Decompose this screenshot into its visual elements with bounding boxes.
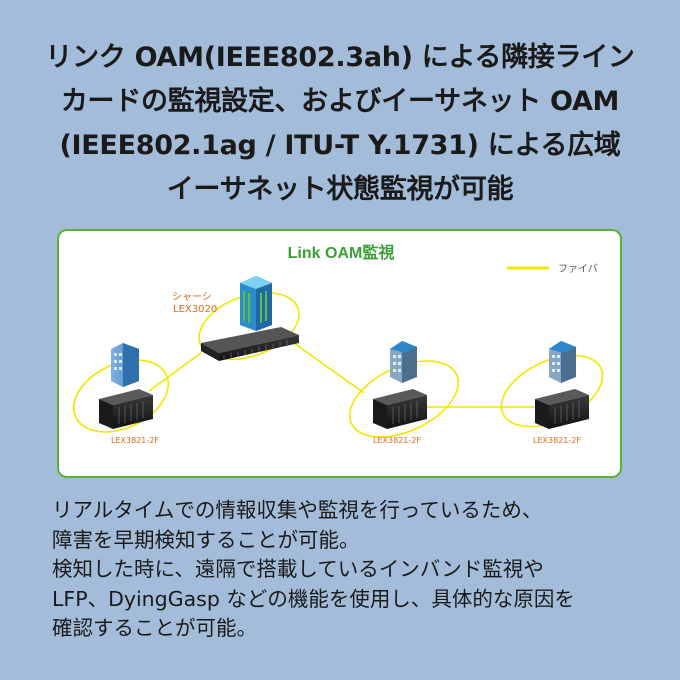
lex3821-device-icon-left (99, 389, 153, 429)
headline-line-3: (IEEE802.1ag / ITU-T Y.1731) による広域 (59, 130, 621, 161)
server-building-icon (240, 276, 272, 331)
device-label-center: LEX3821-2F (373, 436, 421, 445)
office-building-icon-center (390, 341, 417, 383)
headline-line-1: リンク OAM(IEEE802.3ah) による隣接ライン (45, 42, 635, 73)
office-building-icon-right (549, 341, 576, 383)
diagram-title: Link OAM監視 (288, 243, 395, 262)
legend-label: ファイバ (558, 263, 598, 275)
body-line-3: 検知した時に、遠隔で搭載しているインバンド監視や (52, 557, 544, 581)
link-oam-diagram: Link OAM監視 ファイバ (57, 229, 622, 478)
fiber-chassis-left (148, 352, 202, 392)
fiber-loop-left (72, 359, 170, 433)
body-line-5: 確認することが可能。 (52, 616, 257, 640)
device-label-left: LEX3821-2F (111, 436, 159, 445)
body-line-2: 障害を早期検知することが可能。 (52, 527, 360, 552)
fiber-chassis-center (290, 340, 365, 394)
body-text: リアルタイムでの情報収集や監視を行っているため、 障害を早期検知することが可能。… (52, 496, 652, 644)
lex3821-device-icon-center (373, 389, 427, 429)
chassis-label-line-1: シャーシ (172, 292, 212, 303)
body-line-1: リアルタイムでの情報収集や監視を行っているため、 (52, 498, 543, 522)
fiber-links (72, 291, 604, 438)
office-building-icon-left (111, 343, 139, 387)
diagram-canvas: Link OAM監視 ファイバ (72, 243, 604, 445)
headline-line-4: イーサネット状態監視が可能 (166, 174, 514, 205)
chassis-lex3020-icon (201, 327, 299, 361)
headline: リンク OAM(IEEE802.3ah) による隣接ライン カードの監視設定、お… (0, 36, 680, 212)
chassis-label-line-2: LEX3020 (173, 304, 217, 315)
device-label-right: LEX3821-2F (533, 436, 581, 445)
body-line-4: LFP、DyingGasp などの機能を使用し、具体的な原因を (52, 586, 575, 611)
headline-line-2: カードの監視設定、およびイーサネット OAM (60, 86, 620, 117)
lex3821-device-icon-right (535, 389, 589, 429)
fiber-loop-chassis (198, 291, 300, 361)
